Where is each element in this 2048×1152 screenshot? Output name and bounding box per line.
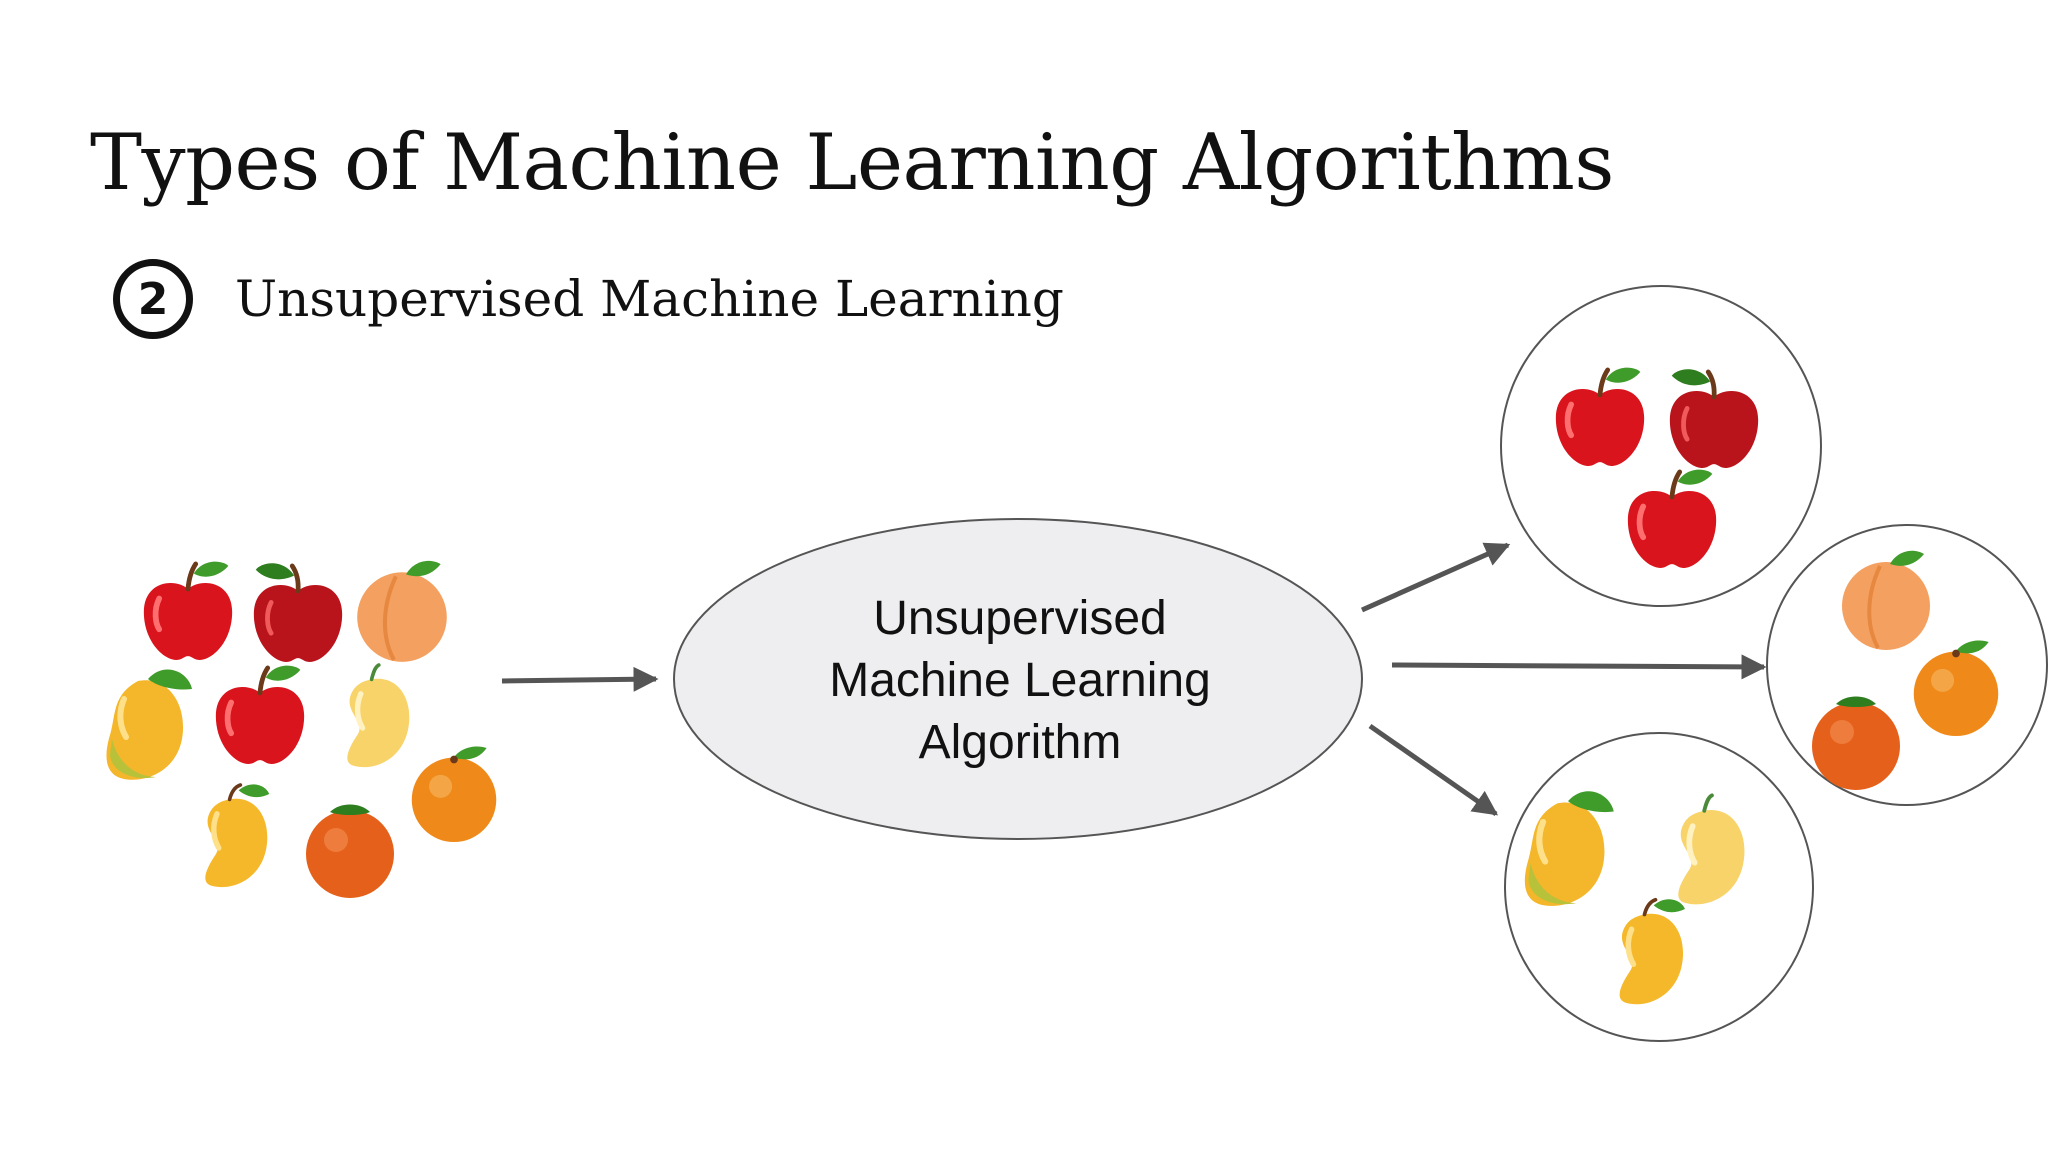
mango-cluster bbox=[1504, 732, 1814, 1042]
apple-cluster-circle bbox=[1500, 285, 1822, 607]
algorithm-label-line3: Algorithm bbox=[918, 716, 1122, 769]
apple-icon bbox=[254, 563, 342, 662]
mango-icon bbox=[205, 784, 269, 887]
output-arrow-apples bbox=[1360, 542, 1511, 613]
input-arrow bbox=[501, 666, 659, 692]
apple-icon bbox=[144, 562, 232, 660]
algorithm-ellipse bbox=[673, 518, 1363, 840]
mango-icon bbox=[107, 670, 192, 780]
subtitle-row: 2 Unsupervised Machine Learning bbox=[113, 254, 1064, 344]
orange-cluster-circle bbox=[1766, 524, 2048, 806]
algorithm-label-line2: Machine Learning bbox=[829, 654, 1211, 707]
apple-icon bbox=[216, 666, 304, 764]
mango-icon bbox=[347, 665, 409, 767]
algorithm-label-line1: Unsupervised bbox=[873, 592, 1167, 645]
output-arrow-mangoes bbox=[1368, 723, 1499, 817]
peach-icon bbox=[357, 561, 447, 662]
algorithm-label: Unsupervised Machine Learning Algorithm bbox=[690, 588, 1350, 774]
orange-icon bbox=[306, 804, 394, 898]
output-arrow-oranges bbox=[1391, 654, 1767, 680]
step-number-badge: 2 bbox=[113, 259, 193, 339]
orange-cluster bbox=[1766, 524, 2048, 806]
slide-title: Types of Machine Learning Algorithms bbox=[90, 118, 1614, 208]
step-number: 2 bbox=[137, 273, 169, 325]
slide-subtitle: Unsupervised Machine Learning bbox=[235, 270, 1064, 328]
orange-icon bbox=[411, 746, 497, 843]
input-fruits-group bbox=[107, 561, 497, 898]
apple-cluster bbox=[1500, 285, 1822, 607]
